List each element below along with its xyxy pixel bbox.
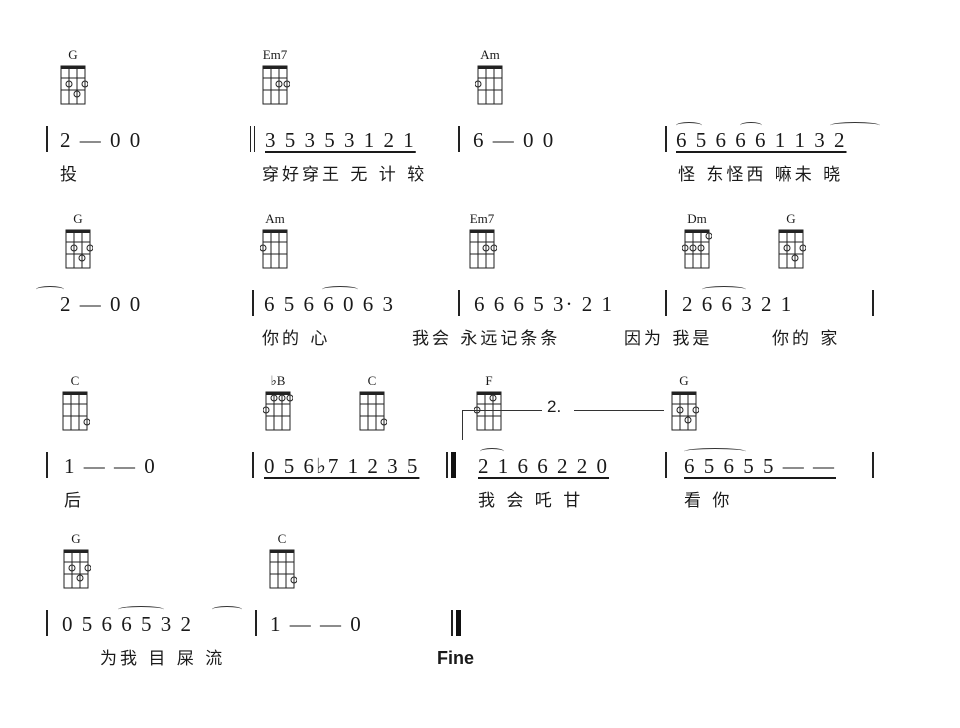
- measure: 2 — 0 0: [60, 292, 143, 316]
- chord-grid-icon: [359, 391, 387, 431]
- final-barline: [451, 610, 461, 636]
- chord-diagram: Em7: [255, 48, 295, 106]
- measure: 6 6 6 5 3· 2 1: [474, 292, 614, 316]
- barline: [46, 452, 48, 478]
- barline: [255, 610, 257, 636]
- slur: [480, 448, 504, 455]
- lyric: 后: [64, 491, 84, 511]
- measure: 6 5 6 6 6 1 1 3 2: [676, 128, 847, 152]
- measure: 6 5 6 5 5 — —: [684, 454, 836, 478]
- lyric: 我 会 吒 甘: [478, 491, 584, 511]
- chord-diagram: ♭B: [258, 374, 298, 432]
- barline: [872, 452, 874, 478]
- tie: [36, 286, 64, 293]
- measure: 1 — — 0: [270, 612, 363, 636]
- volta-bracket: [462, 410, 542, 411]
- notation-line: 1 — — 0 0 5 6♭7 1 2 3 5 2 1 6 6 2 2 0 6 …: [0, 446, 960, 480]
- fine-marking: Fine: [437, 648, 475, 668]
- measure: 0 5 6 6 5 3 2: [62, 612, 193, 636]
- repeat-barline: [446, 452, 456, 478]
- chord-grid-icon: [475, 65, 503, 105]
- slur: [322, 286, 358, 293]
- notation-line: 2 — 0 0 3 5 3 5 3 1 2 1 6 — 0 0 6 5 6 6 …: [0, 120, 960, 154]
- chord-diagram: C: [352, 374, 392, 432]
- notation-line: 0 5 6 6 5 3 2 1 — — 0: [0, 604, 960, 638]
- volta-bracket: [462, 410, 463, 440]
- lyric: 因为 我是: [624, 329, 713, 349]
- slur: [684, 448, 746, 455]
- chord-grid-icon: [65, 229, 93, 269]
- measure: 0 5 6♭7 1 2 3 5: [264, 454, 420, 478]
- lyric: 你的 家: [772, 329, 841, 349]
- chord-diagram: G: [53, 48, 93, 106]
- chord-diagram: F: [469, 374, 509, 432]
- chord-grid-icon: [269, 549, 297, 589]
- measure: 2 — 0 0: [60, 128, 143, 152]
- slur: [676, 122, 702, 129]
- measure: 3 5 3 5 3 1 2 1: [265, 128, 416, 152]
- chord-diagram: Am: [255, 212, 295, 270]
- barline: [872, 290, 874, 316]
- chord-grid-icon: [778, 229, 806, 269]
- barline: [665, 452, 667, 478]
- lyric: 看 你: [684, 491, 733, 511]
- barline: [458, 290, 460, 316]
- chord-grid-icon: [62, 391, 90, 431]
- barline-double: [250, 126, 255, 152]
- chord-grid-icon: [682, 229, 712, 269]
- chord-grid-icon: [63, 549, 91, 589]
- barline: [458, 126, 460, 152]
- slur: [118, 606, 164, 613]
- barline: [665, 290, 667, 316]
- slur: [702, 286, 746, 293]
- notation-line: 2 — 0 0 6 5 6 6 0 6 3 6 6 6 5 3· 2 1 2 6…: [0, 284, 960, 318]
- barline: [252, 452, 254, 478]
- barline: [252, 290, 254, 316]
- chord-grid-icon: [474, 391, 502, 431]
- measure: 2 1 6 6 2 2 0: [478, 454, 609, 478]
- measure: 2 6 6 3 2 1: [682, 292, 794, 316]
- lyric: 我会 永远记条条: [412, 329, 561, 349]
- chord-grid-icon: [260, 229, 288, 269]
- volta-bracket: [574, 410, 664, 411]
- slur: [740, 122, 762, 129]
- measure: 6 5 6 6 0 6 3: [264, 292, 395, 316]
- chord-diagram: G: [56, 532, 96, 590]
- chord-diagram: Dm: [677, 212, 717, 270]
- measure: 6 — 0 0: [473, 128, 556, 152]
- chord-diagram: C: [262, 532, 302, 590]
- lyric: 为我 目 屎 流: [100, 649, 226, 669]
- lyric: 怪 东怪西 嘛未 晓: [678, 165, 844, 185]
- chord-grid-icon: [60, 65, 88, 105]
- chord-diagram: G: [664, 374, 704, 432]
- lyric: 穿好穿王 无 计 较: [262, 165, 428, 185]
- chord-grid-icon: [263, 391, 293, 431]
- lyric: 你的 心: [262, 329, 331, 349]
- chord-diagram: G: [771, 212, 811, 270]
- chord-grid-icon: [469, 229, 497, 269]
- chord-grid-icon: [671, 391, 699, 431]
- chord-grid-icon: [262, 65, 290, 105]
- barline: [665, 126, 667, 152]
- chord-diagram: G: [58, 212, 98, 270]
- slur: [212, 606, 242, 613]
- volta-label: 2.: [547, 397, 562, 416]
- barline: [46, 126, 48, 152]
- barline: [46, 610, 48, 636]
- tie: [830, 122, 880, 129]
- lyric: 投: [60, 165, 80, 185]
- chord-diagram: Am: [470, 48, 510, 106]
- chord-diagram: C: [55, 374, 95, 432]
- measure: 1 — — 0: [64, 454, 157, 478]
- chord-diagram: Em7: [462, 212, 502, 270]
